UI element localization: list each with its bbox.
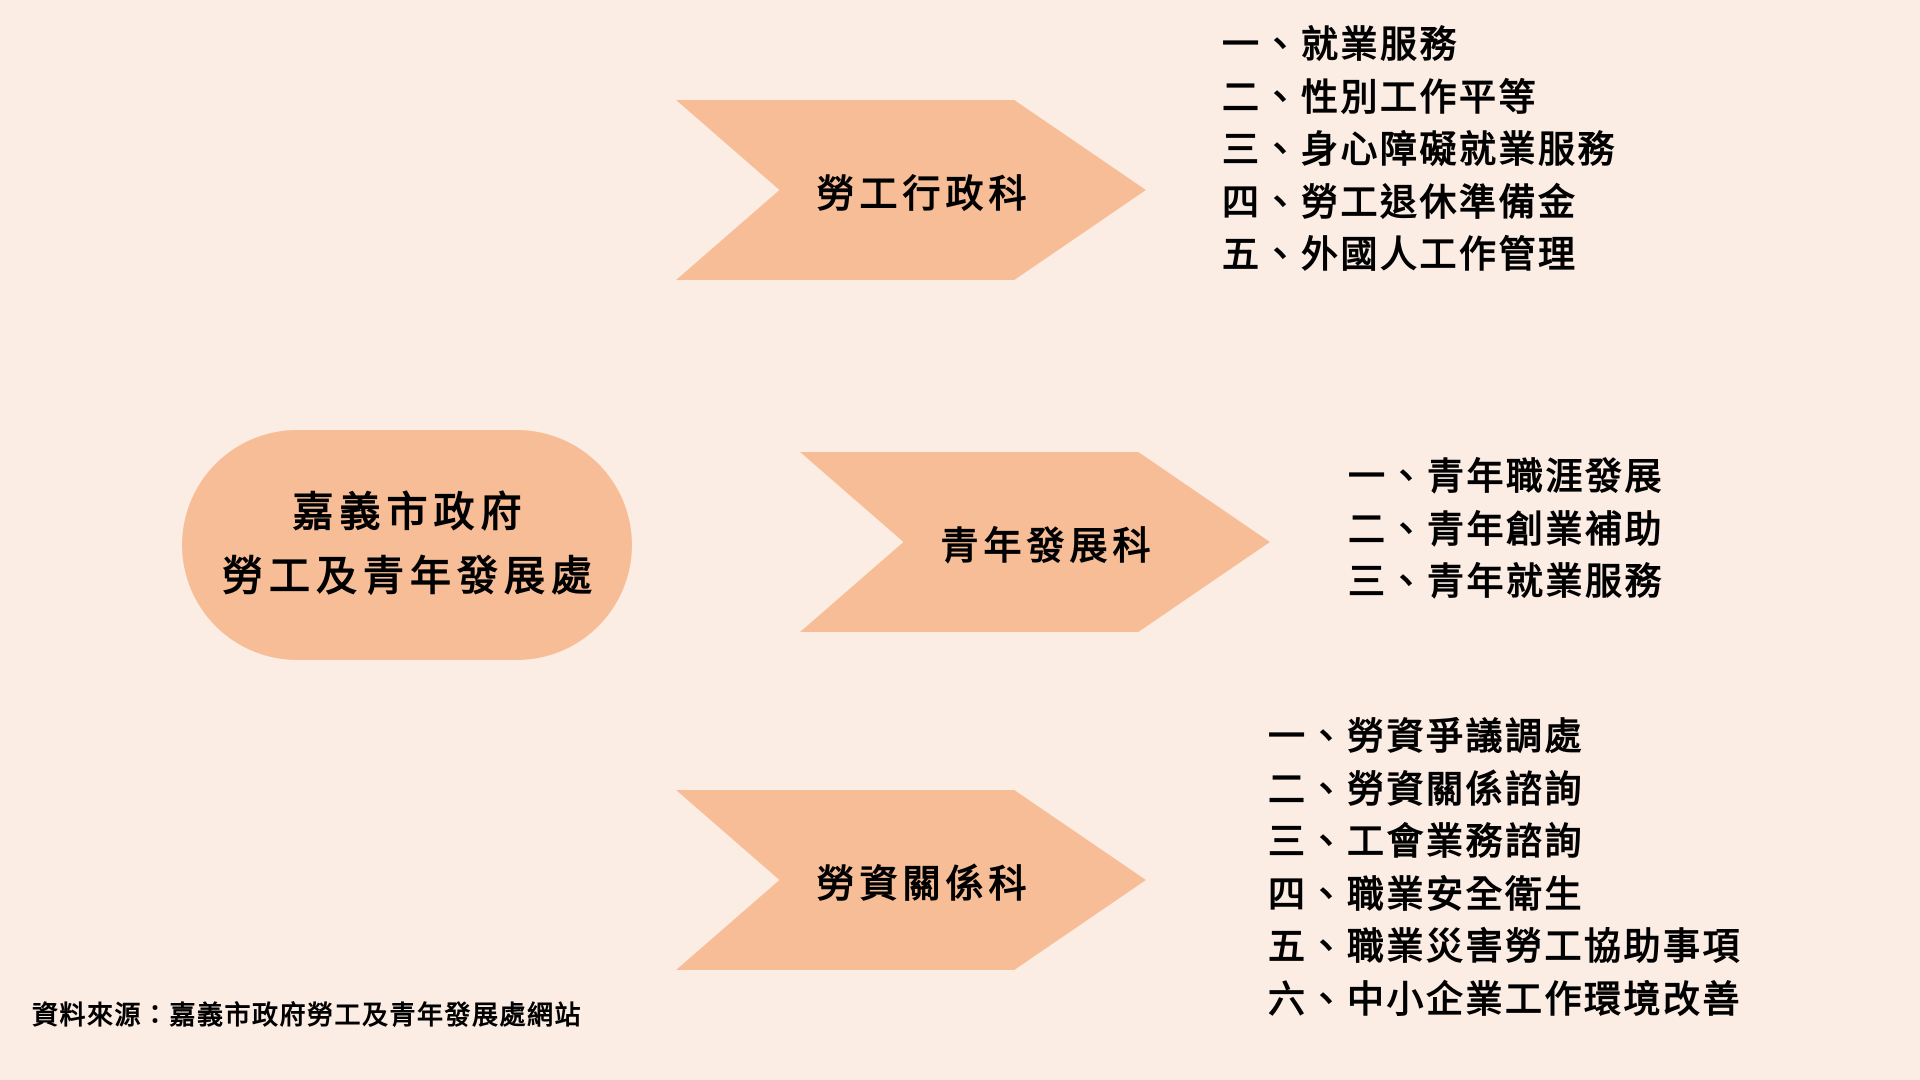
- branch-chevron-labor-administration: 勞工行政科: [676, 100, 1146, 280]
- root-organization-node: 嘉義市政府 勞工及青年發展處: [182, 430, 632, 660]
- branch-chevron-labor-relations: 勞資關係科: [676, 790, 1146, 970]
- duty-list-labor-relations: 一、勞資爭議調處 二、勞資關係諮詢 三、工會業務諮詢 四、職業安全衛生 五、職業…: [1268, 710, 1742, 1025]
- duty-item: 二、青年創業補助: [1348, 506, 1664, 551]
- duty-list-labor-administration: 一、就業服務 二、性別工作平等 三、身心障礙就業服務 四、勞工退休準備金 五、外…: [1222, 18, 1617, 281]
- root-org-line2: 勞工及青年發展處: [222, 552, 598, 600]
- branch-label-labor-administration: 勞工行政科: [816, 170, 1032, 216]
- duty-item: 三、青年就業服務: [1348, 559, 1664, 604]
- branch-label-labor-relations: 勞資關係科: [816, 860, 1032, 906]
- duty-item: 二、性別工作平等: [1222, 74, 1538, 119]
- duty-item: 二、勞資關係諮詢: [1268, 766, 1584, 811]
- duty-item: 一、就業服務: [1222, 22, 1459, 66]
- duty-item: 三、身心障礙就業服務: [1222, 127, 1617, 172]
- duty-list-youth-development: 一、青年職涯發展 二、青年創業補助 三、青年就業服務: [1348, 450, 1664, 608]
- duty-item: 五、職業災害勞工協助事項: [1268, 924, 1742, 969]
- duty-item: 四、職業安全衛生: [1268, 871, 1584, 916]
- duty-item: 五、外國人工作管理: [1222, 232, 1578, 277]
- source-note: 資料來源：嘉義市政府勞工及青年發展處網站: [32, 1001, 583, 1031]
- duty-item: 一、勞資爭議調處: [1268, 714, 1584, 758]
- duty-item: 六、中小企業工作環境改善: [1268, 976, 1742, 1021]
- duty-item: 三、工會業務諮詢: [1268, 819, 1584, 864]
- duty-item: 四、勞工退休準備金: [1222, 179, 1578, 224]
- duty-item: 一、青年職涯發展: [1348, 454, 1664, 498]
- branch-chevron-youth-development: 青年發展科: [800, 452, 1270, 632]
- branch-label-youth-development: 青年發展科: [940, 522, 1156, 568]
- root-org-line1: 嘉義市政府: [292, 488, 528, 537]
